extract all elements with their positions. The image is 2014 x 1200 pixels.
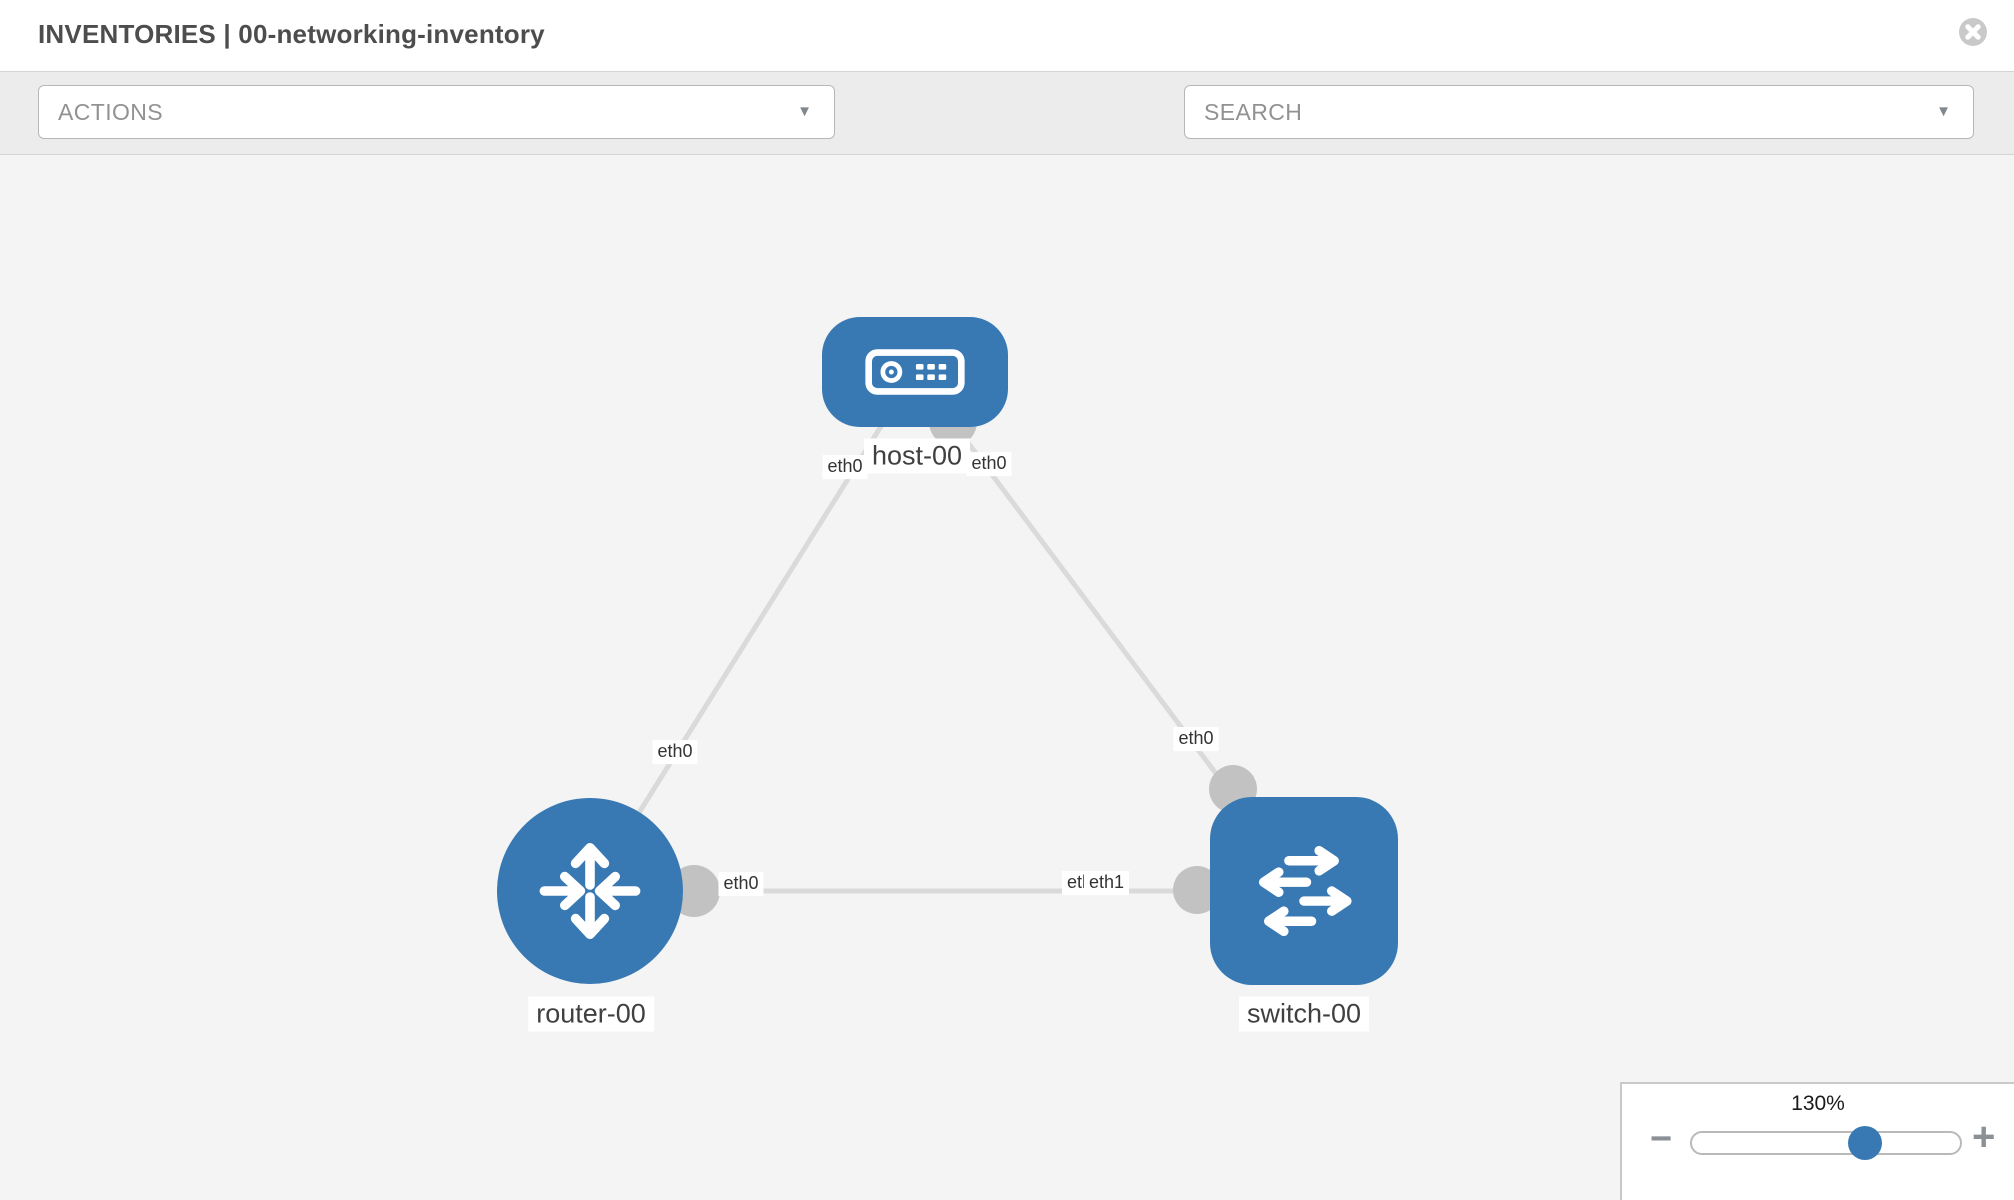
- actions-dropdown[interactable]: ACTIONS ▼: [38, 85, 835, 139]
- actions-dropdown-label: ACTIONS: [58, 98, 164, 125]
- interface-label-router-right: eth0: [718, 872, 764, 896]
- node-host-00[interactable]: [822, 317, 1008, 427]
- host-icon: [865, 349, 965, 395]
- search-dropdown[interactable]: SEARCH ▼: [1184, 85, 1974, 139]
- zoom-percent-value: 130%: [1791, 1092, 1845, 1115]
- zoom-in-button[interactable]: +: [1972, 1115, 1996, 1159]
- interface-label-switch-top: eth0: [1173, 727, 1219, 751]
- zoom-slider-track[interactable]: [1690, 1131, 1962, 1155]
- interface-dot-switch-eth1[interactable]: [1173, 866, 1221, 914]
- topology-links-layer: [587, 370, 1307, 917]
- zoom-control-panel: 130% − +: [1620, 1082, 2014, 1200]
- toolbar: ACTIONS ▼ SEARCH ▼: [0, 72, 2014, 201]
- interface-label-router-upper: eth0: [652, 740, 698, 764]
- zoom-slider-handle[interactable]: [1848, 1126, 1882, 1160]
- close-icon: [1959, 18, 1987, 46]
- chevron-down-icon: ▼: [1936, 103, 1951, 120]
- node-label-router[interactable]: router-00: [528, 996, 654, 1032]
- close-button[interactable]: [1958, 17, 1988, 47]
- header-bar: INVENTORIES | 00-networking-inventory: [0, 0, 2014, 72]
- page-title: INVENTORIES | 00-networking-inventory: [38, 19, 545, 49]
- zoom-out-button[interactable]: −: [1650, 1118, 1673, 1160]
- interface-label-switch-left-front: eth1: [1084, 871, 1130, 895]
- switch-icon: [1258, 845, 1352, 937]
- node-switch-00[interactable]: [1210, 797, 1398, 985]
- interface-label-host-right: eth0: [966, 452, 1012, 476]
- node-label-host[interactable]: host-00: [863, 438, 971, 474]
- node-label-switch[interactable]: switch-00: [1238, 996, 1370, 1032]
- topology-canvas[interactable]: host-00 router-00 switch-00 eth0 eth0 et…: [0, 155, 2014, 1200]
- interface-label-host-left: eth0: [822, 455, 868, 479]
- node-router-00[interactable]: [497, 798, 683, 984]
- chevron-down-icon: ▼: [797, 103, 812, 120]
- router-icon: [539, 843, 641, 939]
- search-dropdown-label: SEARCH: [1204, 98, 1303, 125]
